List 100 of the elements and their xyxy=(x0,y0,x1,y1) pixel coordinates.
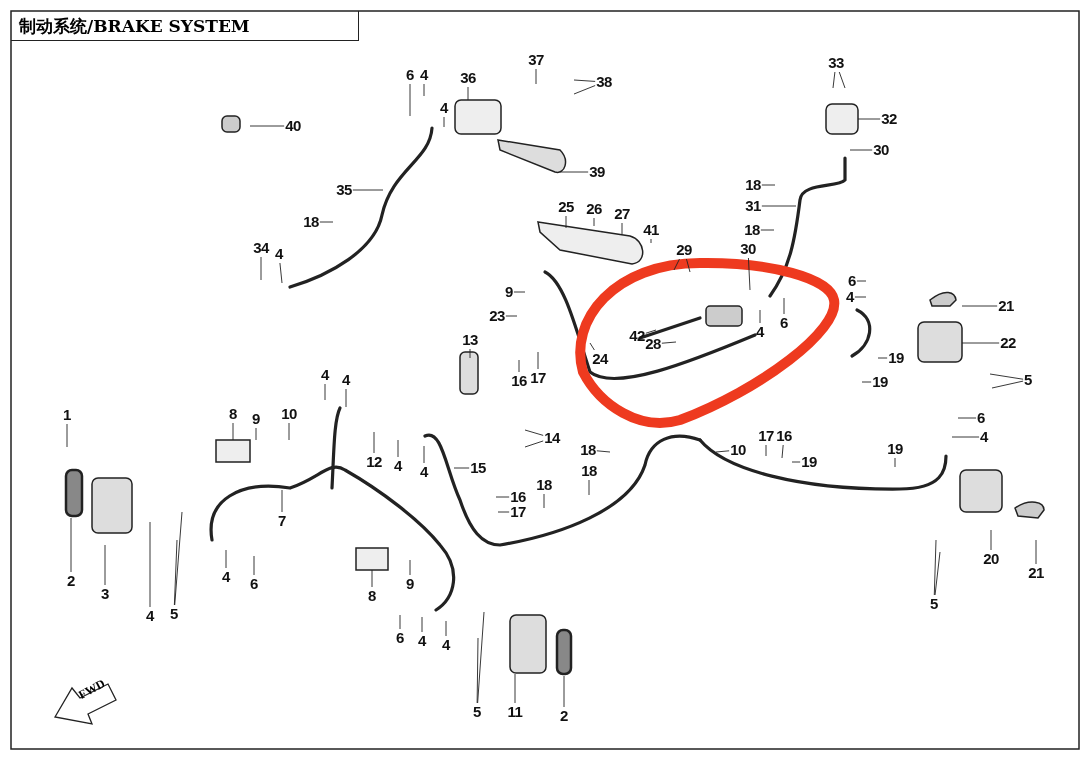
leader-line xyxy=(857,118,881,120)
callout-number: 18 xyxy=(536,477,552,493)
leader-line xyxy=(497,511,510,513)
callout-number: 4 xyxy=(420,464,428,480)
leader-line xyxy=(650,238,652,244)
leader-line xyxy=(524,440,544,448)
leader-line xyxy=(373,431,375,454)
leader-line xyxy=(563,675,565,708)
callout-number: 8 xyxy=(229,406,237,422)
callout-number: 18 xyxy=(744,222,760,238)
callout-number: 1 xyxy=(63,407,71,423)
callout-number: 22 xyxy=(1000,335,1016,351)
direction-label: FWD xyxy=(76,676,108,703)
leader-line xyxy=(467,86,469,101)
leader-line xyxy=(761,205,797,207)
leader-line xyxy=(673,258,680,271)
callout-number: 29 xyxy=(676,242,692,258)
callout-number: 6 xyxy=(396,630,404,646)
callout-number: 4 xyxy=(756,324,764,340)
leader-line xyxy=(957,417,977,419)
leader-line xyxy=(495,496,510,498)
leader-line xyxy=(589,342,595,351)
leader-line xyxy=(593,217,595,227)
callout-number: 2 xyxy=(67,573,75,589)
leader-line xyxy=(352,189,384,191)
callout-number: 25 xyxy=(558,199,574,215)
callout-number: 6 xyxy=(780,315,788,331)
callout-number: 36 xyxy=(460,70,476,86)
callout-number: 41 xyxy=(643,222,659,238)
callout-number: 4 xyxy=(275,246,283,262)
leader-line xyxy=(518,359,520,373)
leader-line xyxy=(645,329,657,334)
callout-number: 15 xyxy=(470,460,486,476)
callout-number: 4 xyxy=(420,67,428,83)
leader-line xyxy=(524,429,544,436)
callout-number: 38 xyxy=(596,74,612,90)
leader-line xyxy=(783,297,785,315)
callout-number: 40 xyxy=(285,118,301,134)
leader-line xyxy=(791,461,801,463)
callout-number: 18 xyxy=(580,442,596,458)
callout-number: 32 xyxy=(881,111,897,127)
leader-line xyxy=(621,222,623,235)
leader-line xyxy=(856,280,867,282)
callout-number: 12 xyxy=(366,454,382,470)
leader-line xyxy=(225,549,227,569)
leader-line xyxy=(397,439,399,458)
callout-number: 31 xyxy=(745,198,761,214)
callout-number: 10 xyxy=(281,406,297,422)
leader-line xyxy=(345,388,347,408)
callout-number: 10 xyxy=(730,442,746,458)
leader-line xyxy=(933,539,937,596)
callout-number: 13 xyxy=(462,332,478,348)
leader-line xyxy=(565,215,567,229)
leader-line xyxy=(421,616,423,633)
callout-number: 6 xyxy=(406,67,414,83)
leader-line xyxy=(990,529,992,551)
leader-line xyxy=(260,256,262,281)
leader-line xyxy=(760,229,775,231)
leader-line xyxy=(173,539,178,606)
leader-line xyxy=(443,116,445,128)
callout-number: 9 xyxy=(406,576,414,592)
callout-number: 6 xyxy=(848,273,856,289)
leader-line xyxy=(543,493,545,509)
leader-line xyxy=(761,184,776,186)
callout-number: 18 xyxy=(303,214,319,230)
leader-line xyxy=(445,620,447,637)
callout-number: 5 xyxy=(170,606,178,622)
leader-line xyxy=(759,309,761,324)
leader-line xyxy=(573,79,596,82)
leader-line xyxy=(409,83,411,117)
callout-number: 26 xyxy=(586,201,602,217)
callout-number: 19 xyxy=(801,454,817,470)
leader-line xyxy=(951,436,980,438)
leader-line xyxy=(70,517,72,573)
leader-line xyxy=(535,68,537,85)
leader-line xyxy=(537,351,539,370)
callout-number: 9 xyxy=(252,411,260,427)
callout-number: 16 xyxy=(510,489,526,505)
callout-number: 16 xyxy=(776,428,792,444)
callout-number: 8 xyxy=(368,588,376,604)
callout-number: 20 xyxy=(983,551,999,567)
leader-line xyxy=(661,341,677,344)
callout-number: 21 xyxy=(1028,565,1044,581)
callout-number: 5 xyxy=(1024,372,1032,388)
leader-line xyxy=(409,559,411,576)
diagram-title: 制动系统/BRAKE SYSTEM xyxy=(11,11,359,41)
leader-line xyxy=(66,423,68,448)
leader-line xyxy=(319,221,334,223)
leader-line xyxy=(505,315,518,317)
leader-line xyxy=(423,83,425,97)
callout-number: 4 xyxy=(442,637,450,653)
callout-number: 24 xyxy=(592,351,608,367)
leader-line xyxy=(149,521,151,608)
leader-line xyxy=(961,342,1000,344)
leader-line xyxy=(469,348,471,359)
callout-number: 5 xyxy=(473,704,481,720)
leader-line xyxy=(686,258,691,273)
leader-line xyxy=(514,673,516,704)
callout-number: 16 xyxy=(511,373,527,389)
leader-line xyxy=(453,467,470,469)
